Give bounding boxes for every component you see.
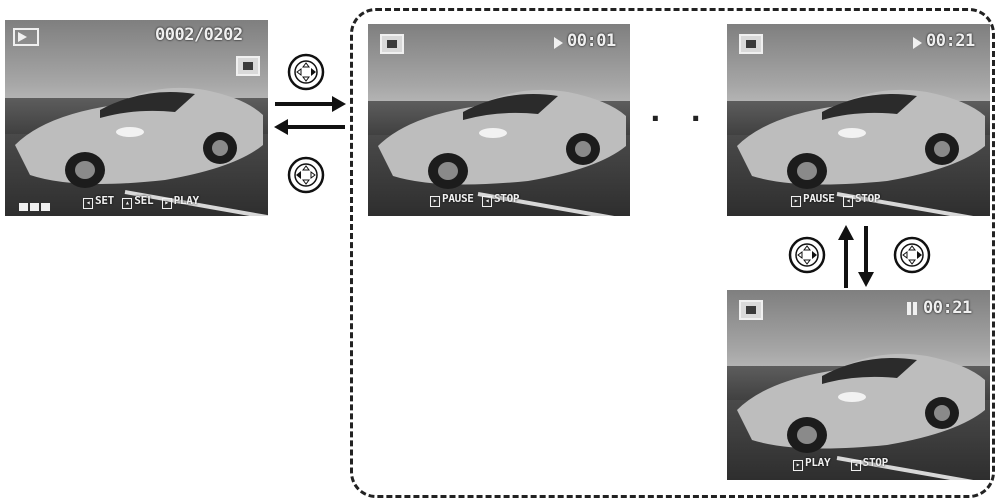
playback-group-frame: [350, 8, 995, 498]
elapsed-time: 00:21: [923, 298, 972, 318]
hint-pause: PAUSE: [442, 192, 474, 205]
hint-sel: SEL: [134, 194, 154, 207]
ellipsis: · · ·: [650, 102, 752, 135]
play-state-icon: [913, 37, 922, 49]
dpad-right-icon: [893, 236, 931, 274]
file-counter: 0002/0202: [155, 25, 243, 45]
paused-hints: ▸PLAY ◂STOP: [793, 456, 888, 471]
dpad-left-icon: [287, 156, 325, 194]
dpad-right-icon: [287, 53, 325, 91]
play-mode-icon: [13, 28, 39, 46]
pause-state-icon: [907, 302, 917, 315]
hint-pause: PAUSE: [803, 192, 835, 205]
hint-play: PLAY: [173, 194, 200, 207]
hint-stop: STOP: [862, 456, 889, 469]
battery-indicator: [19, 196, 52, 215]
movie-file-icon: [236, 56, 260, 76]
paused-screen: 00:21 ▸PLAY ◂STOP: [727, 290, 990, 480]
movie-file-icon: [380, 34, 404, 54]
pause-resume-arrows: [838, 225, 874, 288]
movie-file-icon: [739, 300, 763, 320]
playing-hints: ▸PAUSE ◂STOP: [791, 192, 881, 207]
hint-stop: STOP: [493, 192, 520, 205]
hint-set: SET: [95, 194, 114, 207]
playing-hints: ▸PAUSE ◂STOP: [430, 192, 520, 207]
car-photo: [737, 89, 985, 189]
play-state-icon: [554, 37, 563, 49]
transition-arrows: [274, 96, 346, 135]
hint-stop: STOP: [854, 192, 881, 205]
car-photo: [737, 353, 985, 453]
car-photo: [15, 87, 263, 188]
playing-end-screen: 00:21 ▸PAUSE ◂STOP: [727, 24, 990, 216]
hint-play: PLAY: [805, 456, 831, 469]
dpad-left-icon: [788, 236, 826, 274]
browse-screen: 0002/0202 ◂SET ▴SEL ▸PLAY: [5, 20, 268, 216]
browse-hints: ◂SET ▴SEL ▸PLAY: [83, 194, 199, 209]
elapsed-time: 00:21: [926, 31, 975, 51]
playing-start-screen: 00:01 ▸PAUSE ◂STOP: [368, 24, 630, 216]
car-photo: [378, 89, 626, 189]
movie-file-icon: [739, 34, 763, 54]
elapsed-time: 00:01: [567, 31, 616, 51]
